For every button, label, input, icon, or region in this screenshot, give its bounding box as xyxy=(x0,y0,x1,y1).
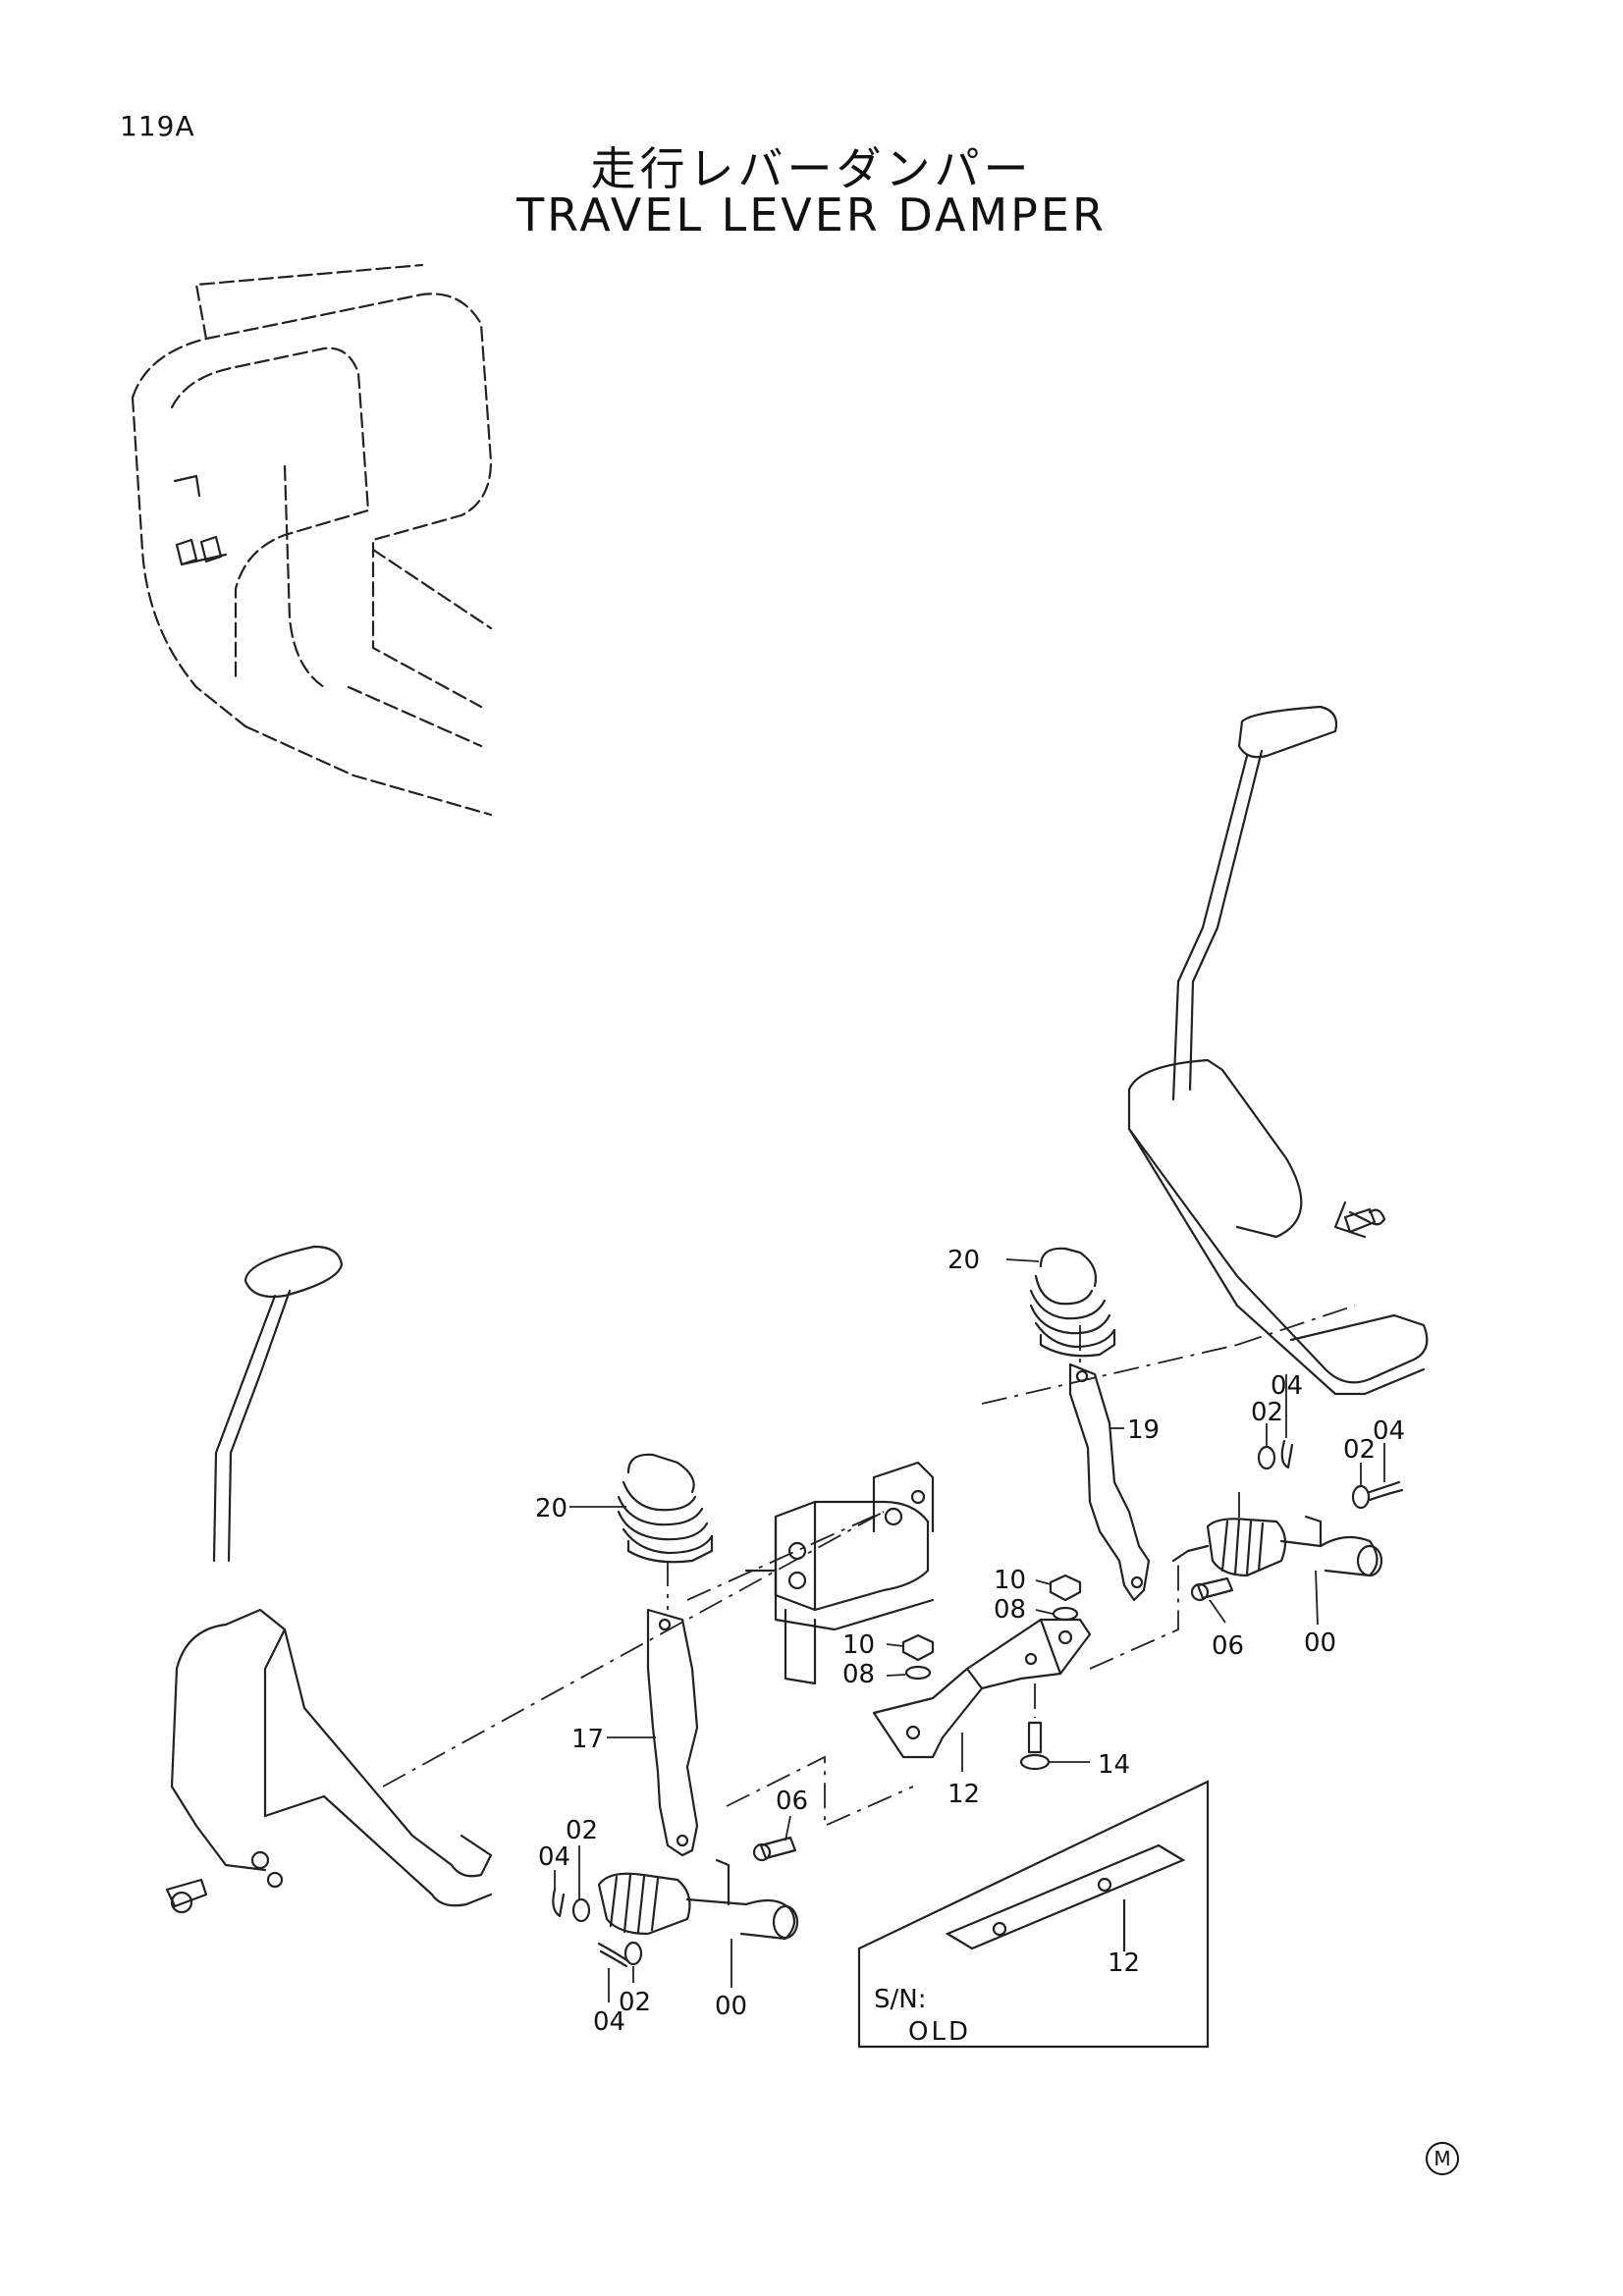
maker-mark-icon: M xyxy=(1426,2142,1459,2175)
nut-10-upper xyxy=(1049,1574,1082,1602)
callout-04-c: 04 xyxy=(538,1842,570,1872)
title-japanese: 走行レバーダンパー xyxy=(590,142,1033,195)
bolt-06-right xyxy=(1190,1576,1234,1602)
callout-08-lower: 08 xyxy=(842,1660,875,1689)
washer-02-c xyxy=(571,1897,591,1923)
callout-20-right: 20 xyxy=(947,1246,980,1275)
washer-02-b xyxy=(1351,1484,1371,1510)
pilot-valve-block xyxy=(744,1461,935,1685)
pin-04-c xyxy=(552,1888,566,1918)
bracket-17 xyxy=(646,1608,699,1857)
bolt-06-left xyxy=(752,1836,797,1862)
callout-20-left: 20 xyxy=(535,1494,568,1523)
damper-left xyxy=(597,1858,799,1941)
callout-14: 14 xyxy=(1098,1750,1130,1780)
callout-12-main: 12 xyxy=(947,1780,980,1809)
page-code: 119A xyxy=(120,110,195,142)
callout-04-a: 04 xyxy=(1271,1371,1303,1401)
callout-08-upper: 08 xyxy=(994,1595,1026,1625)
callout-00-left: 00 xyxy=(715,1992,747,2021)
cab-overview-illustration xyxy=(131,263,493,817)
callout-06-left: 06 xyxy=(776,1787,808,1816)
callout-00-right: 00 xyxy=(1304,1629,1336,1658)
pin-04-d xyxy=(597,1942,630,1968)
callout-10-upper: 10 xyxy=(994,1566,1026,1595)
washer-08-upper xyxy=(1052,1606,1079,1622)
callout-02-b: 02 xyxy=(1343,1435,1376,1465)
callout-02-d: 02 xyxy=(619,1988,651,2017)
assembly-lines xyxy=(382,1305,1356,1828)
callout-02-a: 02 xyxy=(1251,1398,1283,1427)
washer-08-lower xyxy=(904,1665,932,1681)
right-pedal-bolt xyxy=(1343,1207,1386,1234)
cab-interior-levers xyxy=(173,474,228,566)
rubber-boot-right xyxy=(1029,1247,1116,1358)
callout-02-c: 02 xyxy=(566,1816,598,1845)
callout-10-lower: 10 xyxy=(842,1630,875,1660)
inset-sn-label: S/N: xyxy=(874,1985,926,2014)
nut-10-lower xyxy=(901,1633,935,1662)
bracket-19 xyxy=(1068,1362,1151,1602)
callout-04-d: 04 xyxy=(593,2007,625,2037)
pin-04-a xyxy=(1280,1439,1294,1469)
pin-04-b xyxy=(1368,1480,1404,1502)
callout-labels: 20 19 04 02 02 04 20 10 08 10 08 06 00 1… xyxy=(535,1246,1405,2047)
washer-02-a xyxy=(1257,1445,1276,1470)
callout-06-right: 06 xyxy=(1212,1631,1244,1661)
callout-04-b: 04 xyxy=(1373,1416,1405,1446)
callout-17: 17 xyxy=(571,1725,604,1754)
washer-02-d xyxy=(623,1941,643,1966)
bolt-14 xyxy=(1019,1721,1051,1771)
plate-12 xyxy=(872,1618,1092,1759)
right-travel-lever xyxy=(1127,705,1429,1396)
damper-right xyxy=(1171,1515,1383,1577)
left-pedal-bolt xyxy=(165,1850,284,1914)
title-english: TRAVEL LEVER DAMPER xyxy=(516,188,1107,241)
leader-lines xyxy=(554,1258,1385,2002)
callout-12-inset: 12 xyxy=(1108,1949,1140,1978)
inset-sn-value: OLD xyxy=(908,2017,971,2047)
inset-old-plate xyxy=(857,1780,1210,2049)
left-travel-lever xyxy=(170,1245,493,1907)
rubber-boot-left xyxy=(617,1453,714,1564)
callout-19: 19 xyxy=(1127,1415,1160,1445)
